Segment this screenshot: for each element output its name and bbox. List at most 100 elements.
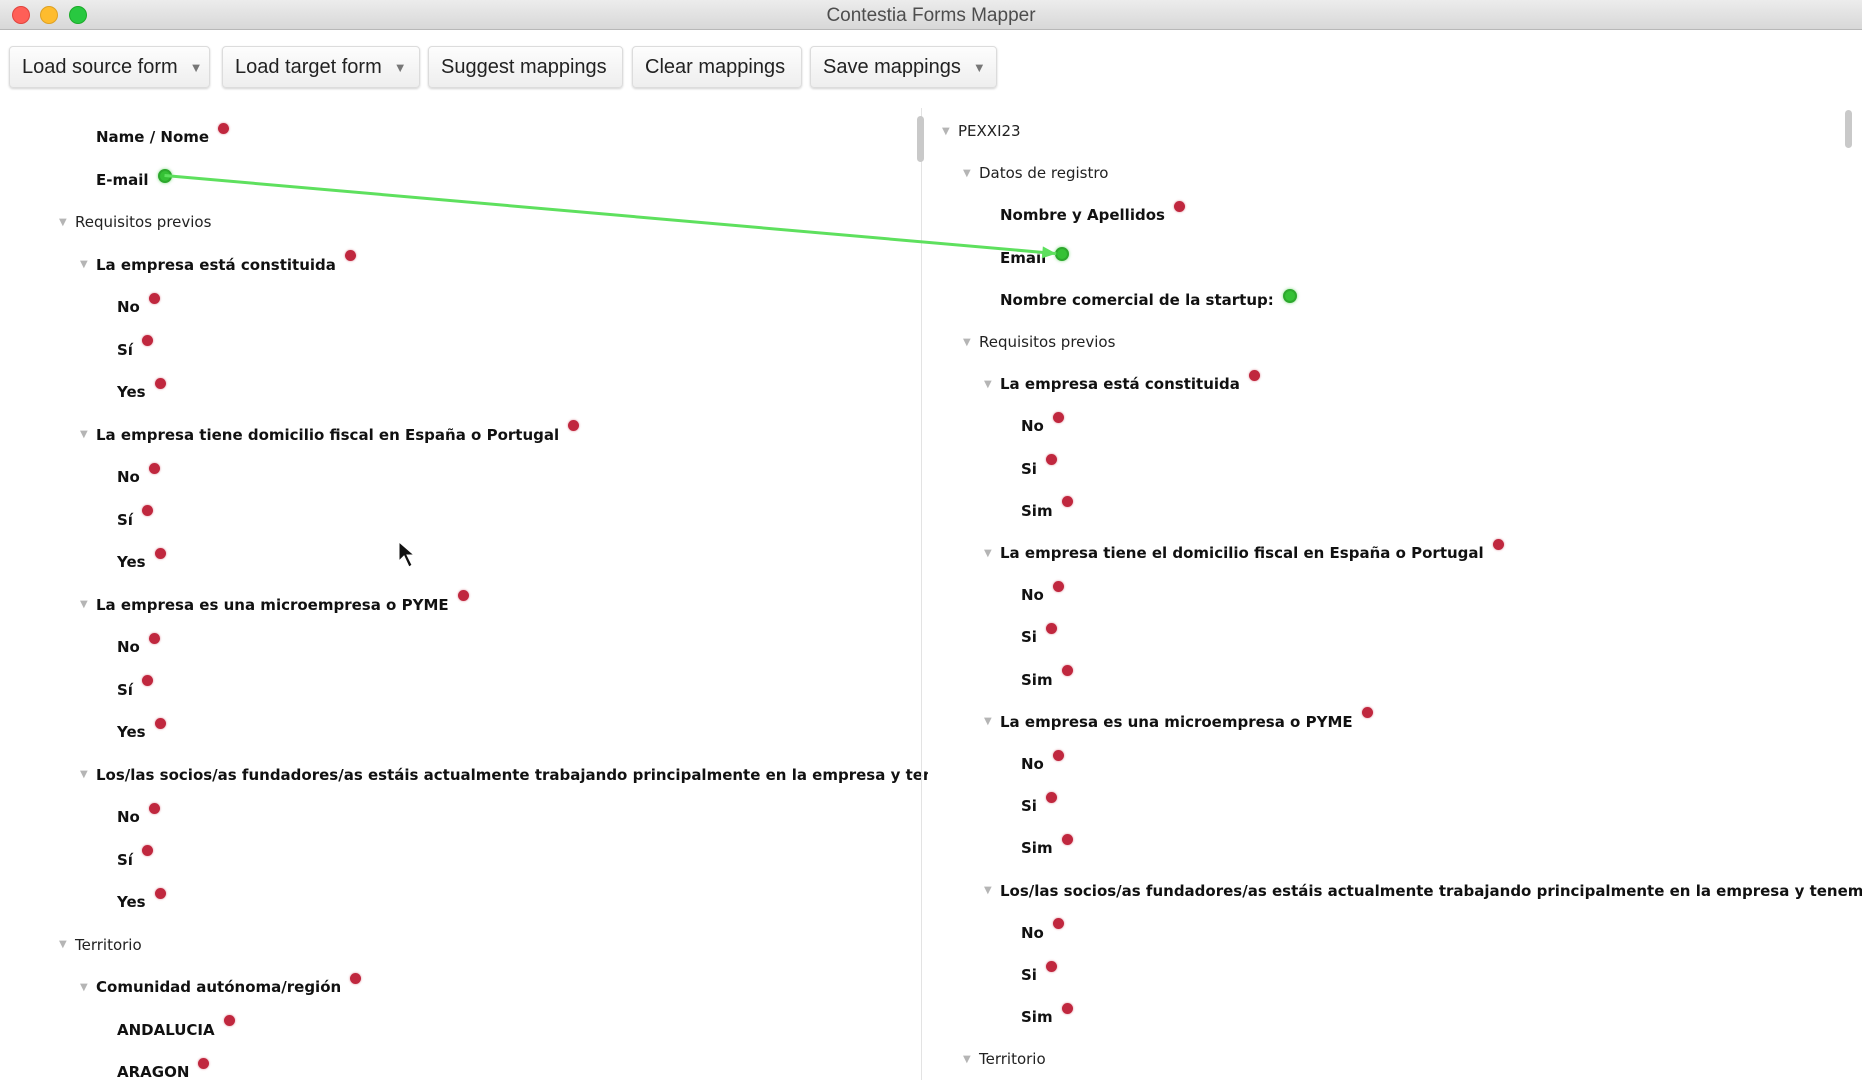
unmapped-connector-dot[interactable] [1061,833,1073,845]
disclosure-triangle-icon[interactable]: ▼ [59,216,67,228]
tree-field[interactable]: ▼Los/las socios/as fundadores/as estáis … [930,876,1862,906]
tree-option[interactable]: No [0,462,928,492]
tree-option[interactable]: Yes [0,377,928,407]
tree-field[interactable]: ▼La empresa tiene domicilio fiscal en Es… [0,420,928,450]
unmapped-connector-dot[interactable] [148,802,160,814]
unmapped-connector-dot[interactable] [148,462,160,474]
tree-option[interactable]: Yes [0,547,928,577]
tree-group[interactable]: ▼Requisitos previos [0,207,928,237]
tree-option[interactable]: No [930,411,1862,441]
tree-field[interactable]: E-mail [0,165,928,195]
pane-divider[interactable] [921,108,922,1080]
tree-group[interactable]: ▼PEXXI23 [930,116,1862,146]
unmapped-connector-dot[interactable] [148,632,160,644]
tree-option[interactable]: ANDALUCIA [0,1015,928,1045]
unmapped-connector-dot[interactable] [223,1015,235,1026]
tree-group[interactable]: ▼Requisitos previos [930,327,1862,357]
unmapped-connector-dot[interactable] [148,292,160,304]
unmapped-connector-dot[interactable] [141,335,153,346]
tree-field[interactable]: ▼La empresa es una microempresa o PYME [930,707,1862,737]
mapped-connector-dot[interactable] [1055,246,1070,261]
minimize-window-button[interactable] [40,6,58,24]
disclosure-triangle-icon[interactable]: ▼ [984,716,992,728]
unmapped-connector-dot[interactable] [198,1057,210,1069]
tree-option[interactable]: No [0,632,928,662]
disclosure-triangle-icon[interactable]: ▼ [80,981,88,993]
tree-field[interactable]: ▼La empresa es una microempresa o PYME [0,590,928,620]
tree-option[interactable]: Sí [0,505,928,535]
unmapped-connector-dot[interactable] [1061,665,1073,677]
tree-option[interactable]: Sí [0,845,928,875]
unmapped-connector-dot[interactable] [1173,200,1185,212]
load-source-form-button[interactable]: Load source form ▼ [9,46,210,88]
unmapped-connector-dot[interactable] [1052,411,1064,423]
unmapped-connector-dot[interactable] [1045,960,1057,972]
tree-option[interactable]: Sí [0,335,928,365]
tree-option[interactable]: Si [930,791,1862,821]
unmapped-connector-dot[interactable] [154,377,166,389]
tree-option[interactable]: Yes [0,887,928,917]
unmapped-connector-dot[interactable] [141,845,153,856]
unmapped-connector-dot[interactable] [1061,1002,1073,1014]
tree-field[interactable]: Nombre y Apellidos [930,200,1862,230]
unmapped-connector-dot[interactable] [218,122,230,134]
tree-field[interactable]: Nombre comercial de la startup: [930,285,1862,315]
source-scrollbar[interactable] [917,116,924,162]
unmapped-connector-dot[interactable] [1052,749,1064,761]
unmapped-connector-dot[interactable] [1361,707,1373,719]
tree-field[interactable]: ▼Los/las socios/as fundadores/as estáis … [0,760,928,790]
unmapped-connector-dot[interactable] [1045,622,1057,634]
tree-option[interactable]: No [0,292,928,322]
unmapped-connector-dot[interactable] [1052,580,1064,592]
tree-group[interactable]: ▼Datos de registro [930,158,1862,188]
tree-option[interactable]: No [930,918,1862,948]
tree-option[interactable]: Sim [930,833,1862,863]
unmapped-connector-dot[interactable] [350,972,362,984]
mapped-connector-dot[interactable] [157,168,172,183]
clear-mappings-button[interactable]: Clear mappings [632,46,802,88]
tree-option[interactable]: No [930,580,1862,610]
close-window-button[interactable] [12,6,30,24]
disclosure-triangle-icon[interactable]: ▼ [984,547,992,559]
mapped-connector-dot[interactable] [1282,288,1297,303]
unmapped-connector-dot[interactable] [457,590,469,601]
unmapped-connector-dot[interactable] [141,505,153,516]
tree-field[interactable]: ▼La empresa está constituida [0,250,928,280]
tree-option[interactable]: No [930,749,1862,779]
unmapped-connector-dot[interactable] [1248,369,1260,381]
tree-field[interactable]: Name / Nome [0,122,928,152]
load-target-form-button[interactable]: Load target form ▼ [222,46,420,88]
unmapped-connector-dot[interactable] [568,420,580,431]
tree-option[interactable]: Si [930,960,1862,990]
disclosure-triangle-icon[interactable]: ▼ [80,599,88,610]
disclosure-triangle-icon[interactable]: ▼ [984,378,992,390]
unmapped-connector-dot[interactable] [154,547,166,559]
unmapped-connector-dot[interactable] [1061,496,1073,508]
zoom-window-button[interactable] [69,6,87,24]
tree-field[interactable]: ▼La empresa está constituida [930,369,1862,399]
disclosure-triangle-icon[interactable]: ▼ [80,429,88,440]
tree-field[interactable]: ▼La empresa tiene el domicilio fiscal en… [930,538,1862,568]
tree-option[interactable]: Sí [0,675,928,705]
tree-group[interactable]: ▼Territorio [0,930,928,960]
target-scrollbar[interactable] [1845,110,1852,148]
tree-option[interactable]: No [0,802,928,832]
unmapped-connector-dot[interactable] [1492,538,1504,550]
disclosure-triangle-icon[interactable]: ▼ [963,167,971,179]
tree-option[interactable]: Si [930,622,1862,652]
tree-group[interactable]: ▼Territorio [930,1044,1862,1074]
disclosure-triangle-icon[interactable]: ▼ [80,769,88,780]
unmapped-connector-dot[interactable] [1045,454,1057,466]
tree-option[interactable]: Sim [930,665,1862,695]
disclosure-triangle-icon[interactable]: ▼ [59,939,67,950]
suggest-mappings-button[interactable]: Suggest mappings [428,46,623,88]
tree-field[interactable]: ▼Comunidad autónoma/región [0,972,928,1002]
unmapped-connector-dot[interactable] [1052,918,1064,930]
disclosure-triangle-icon[interactable]: ▼ [963,336,971,348]
tree-field[interactable]: Email [930,243,1862,273]
disclosure-triangle-icon[interactable]: ▼ [80,259,88,270]
tree-option[interactable]: ARAGON [0,1057,928,1078]
tree-option[interactable]: Yes [0,717,928,747]
